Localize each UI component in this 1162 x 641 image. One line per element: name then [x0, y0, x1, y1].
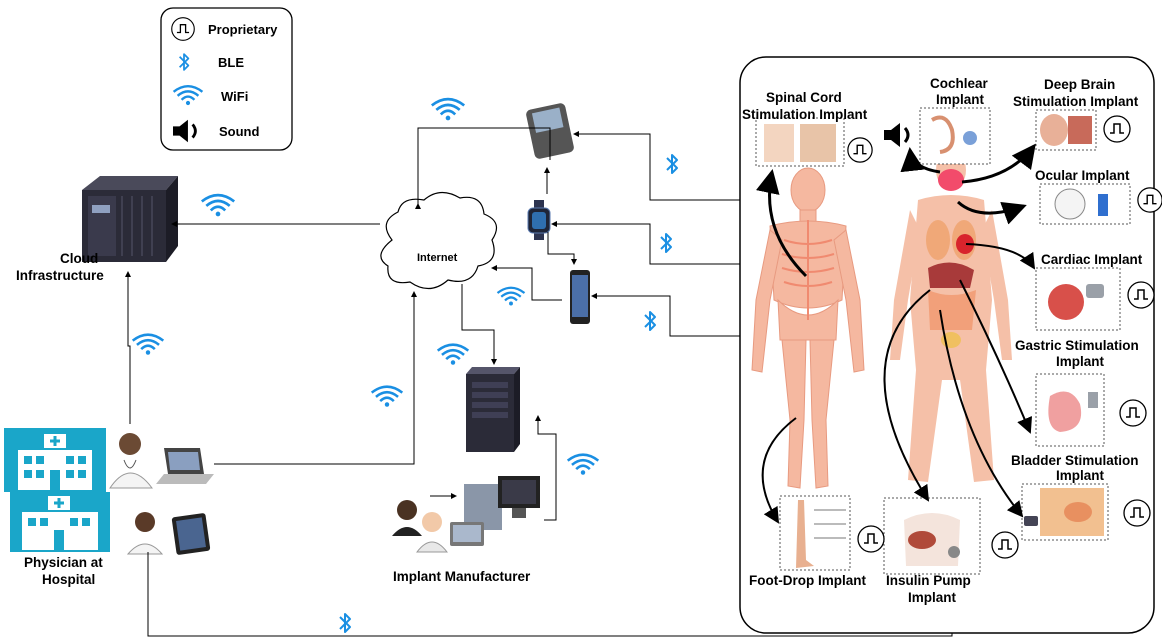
hospital-icon [4, 428, 106, 492]
smartwatch-icon [527, 200, 551, 240]
gastric-implant-image [1035, 373, 1105, 447]
deep-brain-label-line2: Stimulation Implant [1013, 94, 1139, 109]
connections [125, 127, 955, 637]
foot-drop-implant-image [779, 495, 851, 571]
pulse-icon [991, 531, 1019, 559]
legend-label-wifi: WiFi [221, 89, 248, 104]
legend: Proprietary BLE WiFi Sound [160, 7, 293, 151]
legend-label-proprietary: Proprietary [208, 22, 278, 37]
bladder-label-line1: Bladder Stimulation [1011, 453, 1139, 468]
wifi-icon [131, 333, 165, 356]
pulse-icon [857, 525, 885, 553]
tablet-icon [171, 513, 211, 555]
workstation-icon [450, 476, 540, 546]
person-icon [392, 500, 449, 553]
gastric-label-line1: Gastric Stimulation [1015, 338, 1139, 353]
spinal-implant-image [755, 117, 845, 167]
implant-arrows [756, 143, 1036, 524]
bluetooth-icon [339, 613, 351, 633]
bluetooth-icon [660, 233, 672, 253]
wifi-icon [430, 97, 466, 121]
wifi-icon [566, 453, 600, 476]
foot-drop-label: Foot-Drop Implant [749, 573, 866, 588]
ocular-implant-image [1039, 183, 1131, 225]
gastric-label-line2: Implant [1056, 354, 1105, 369]
skeleton-ribs [781, 220, 835, 320]
cardiac-implant-image [1035, 267, 1121, 331]
physician-label-line1: Physician at [24, 555, 103, 570]
wifi-icon [496, 286, 526, 307]
pulse-icon [1103, 115, 1131, 143]
insulin-label-line1: Insulin Pump [886, 573, 971, 588]
pulse-icon [1137, 187, 1162, 213]
ocular-label: Ocular Implant [1035, 168, 1130, 183]
pulse-icon [847, 137, 873, 163]
cardiac-label: Cardiac Implant [1041, 252, 1143, 267]
cloud-label-line1: Cloud [60, 251, 98, 266]
bladder-label-line2: Implant [1056, 468, 1105, 483]
legend-label-sound: Sound [219, 124, 259, 139]
bladder-implant-image [1021, 483, 1109, 541]
bluetooth-icon [644, 311, 656, 331]
manufacturer-server-icon [466, 367, 520, 452]
pulse-icon [1127, 281, 1155, 309]
wifi-icon [200, 193, 236, 217]
pulse-icon [171, 17, 195, 41]
organ-figure [890, 150, 1012, 482]
insulin-label-line2: Implant [908, 590, 957, 605]
insulin-pump-implant-image [883, 497, 981, 575]
wifi-icon [436, 343, 470, 366]
physician-label-line2: Hospital [42, 572, 95, 587]
doctor-icon [126, 512, 164, 555]
deep-brain-implant-image [1035, 109, 1097, 151]
doctor-icon [109, 433, 153, 489]
manufacturer-label: Implant Manufacturer [393, 569, 531, 584]
laptop-icon [156, 448, 214, 484]
legend-label-ble: BLE [218, 55, 244, 70]
spinal-label-line1: Spinal Cord [766, 90, 842, 105]
wifi-icon [370, 385, 404, 408]
spinal-label-line2: Stimulation Implant [742, 107, 868, 122]
cochlear-label-line1: Cochlear [930, 76, 989, 91]
cloud-server-icon [82, 176, 178, 262]
pulse-icon [1123, 499, 1151, 527]
bluetooth-icon [666, 154, 678, 174]
cloud-label-line2: Infrastructure [16, 268, 104, 283]
internet-label: Internet [417, 252, 458, 264]
pulse-icon [1119, 399, 1147, 427]
internet-cloud [380, 191, 498, 290]
smartphone-icon [570, 270, 590, 324]
cochlear-label-line2: Implant [936, 92, 985, 107]
cochlear-implant-image [919, 107, 991, 165]
deep-brain-label-line1: Deep Brain [1044, 77, 1115, 92]
hospital-icon [10, 492, 110, 552]
